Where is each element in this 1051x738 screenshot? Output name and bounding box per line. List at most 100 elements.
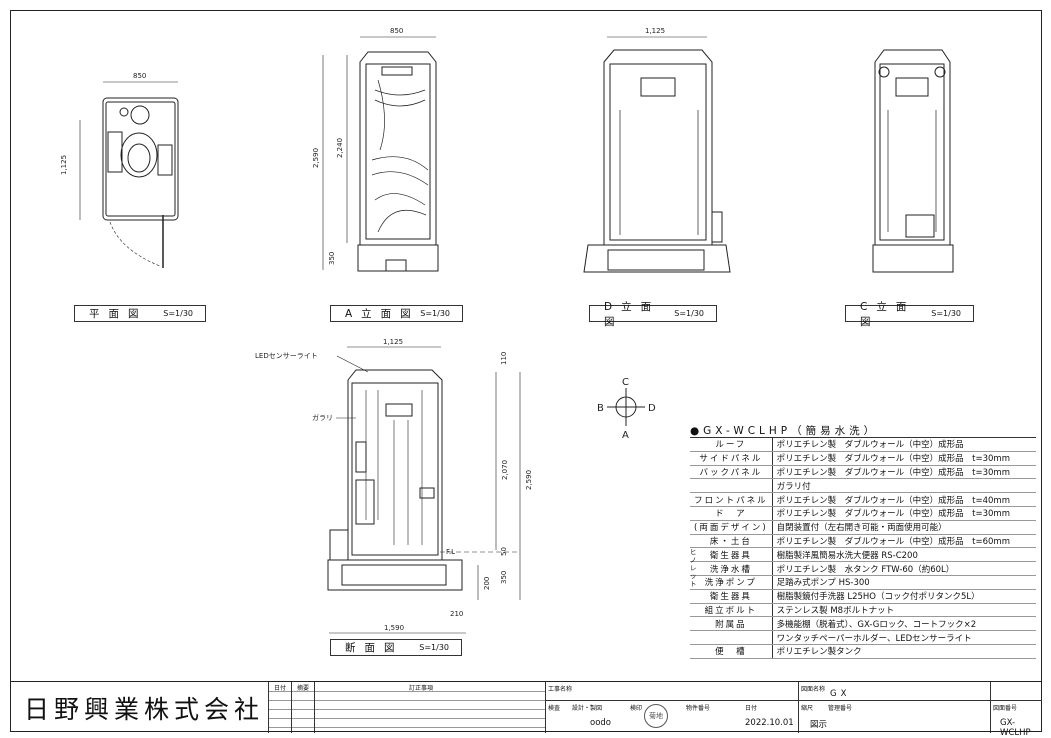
spec-value: 樹脂製洋風簡易水洗大便器 RS-C200 [772, 547, 1036, 563]
spec-row: 便 槽ポリエチレン製タンク [690, 644, 1036, 659]
spec-group-label: ヒノレット [690, 548, 697, 589]
spec-row: ド アポリエチレン製 ダブルウォール（中空）成形品 t=30mm [690, 506, 1036, 521]
plan-view [79, 81, 179, 268]
spec-value: ポリエチレン製 ダブルウォール（中空）成形品 t=40mm [772, 492, 1036, 507]
a-view-scale: S=1/30 [420, 309, 450, 318]
spec-key: 便 槽 [690, 644, 773, 659]
spec-key: バックパネル [690, 465, 773, 480]
drawing-name-header: 図面名称 [801, 686, 826, 693]
mgmt-no-header: 管理番号 [828, 705, 853, 712]
spec-row: 衛生器具樹脂製鏡付手洗器 L25HO（コック付ポリタンク5L） [690, 589, 1036, 604]
drawing-no-header: 図面番号 [993, 705, 1018, 712]
date-header: 日付 [745, 705, 758, 712]
section-dim-2590: 2,590 [525, 470, 533, 490]
section-view-label: 断面図 S=1/30 [330, 639, 462, 656]
revision-table: 日付 摘要 訂正事項 [268, 682, 546, 733]
section-view-name: 断面図 [345, 642, 404, 654]
section-dim-200: 200 [483, 577, 491, 590]
spec-key [690, 478, 773, 494]
spec-table: ●GX-WCLHP（簡易水洗） ルーフポリエチレン製 ダブルウォール（中空）成形… [690, 423, 1036, 659]
spec-value: ポリエチレン製 ダブルウォール（中空）成形品 t=30mm [772, 506, 1036, 521]
spec-key: フロントパネル [690, 492, 773, 507]
spec-key: 洗浄ポンプ [690, 575, 773, 590]
rev-header-date: 日付 [274, 685, 287, 692]
spec-title: ●GX-WCLHP（簡易水洗） [690, 424, 879, 437]
plan-view-label: 平面図 S=1/30 [74, 305, 206, 322]
section-dim-50: 50 [500, 547, 508, 556]
work-name-header: 工事名称 [548, 686, 573, 693]
title-block: 日野興業株式会社 日付 摘要 訂正事項 工事名称 図面名称 GX 検査 設計・製… [10, 681, 1042, 738]
spec-key: 衛生器具 [690, 547, 773, 563]
spec-row: 衛生器具樹脂製洋風簡易水洗大便器 RS-C200 [690, 547, 1036, 563]
section-view-scale: S=1/30 [419, 643, 449, 652]
approval-stamp-text: 菊地 [649, 712, 663, 720]
c-elevation-view [872, 49, 954, 273]
rev-header-mark: 摘要 [297, 685, 310, 692]
spec-key: サイドパネル [690, 451, 773, 466]
louver-callout: ガラリ [312, 413, 333, 422]
rev-header-change: 訂正事項 [409, 685, 434, 692]
section-view [327, 346, 521, 634]
compass-a: A [622, 430, 629, 441]
drawing-frame [10, 10, 1042, 732]
spec-row: サイドパネルポリエチレン製 ダブルウォール（中空）成形品 t=30mm [690, 451, 1036, 466]
spec-value: ステンレス製 M8ボルトナット [772, 603, 1036, 618]
drawing-number: GX-WCLHP [1000, 718, 1031, 738]
spec-value: ポリエチレン製 ダブルウォール（中空）成形品 t=60mm [772, 534, 1036, 549]
spec-value: ポリエチレン製 ダブルウォール（中空）成形品 t=30mm [772, 465, 1036, 480]
spec-key: 組立ボルト [690, 603, 773, 618]
plan-dim-depth: 1,125 [60, 155, 68, 175]
a-dim-width: 850 [390, 27, 403, 35]
spec-row: (両面デザイン)自閉装置付（左右開き可能・両面使用可能） [690, 520, 1036, 535]
spec-row: 床・土台ポリエチレン製 ダブルウォール（中空）成形品 t=60mm [690, 534, 1036, 549]
spec-key: ド ア [690, 506, 773, 521]
approval-stamp: 菊地 [644, 704, 668, 728]
spec-row: ワンタッチペーパーホルダー、LEDセンサーライト [690, 630, 1036, 645]
spec-value: 多機能棚（脱着式）、GX-Gロック、コートフック×2 [772, 616, 1036, 632]
spec-value: ポリエチレン製 ダブルウォール（中空）成形品 [772, 437, 1036, 452]
compass-symbol [607, 388, 645, 426]
approve-header: 検印 [630, 705, 643, 712]
spec-key: (両面デザイン) [690, 520, 773, 535]
spec-key [690, 630, 773, 645]
d-view-label: D立面図 S=1/30 [589, 301, 717, 328]
d-view-name: D立面図 [604, 300, 661, 328]
c-view-name: C立面図 [860, 300, 916, 328]
spec-row: フロントパネルポリエチレン製 ダブルウォール（中空）成形品 t=40mm [690, 492, 1036, 507]
a-dim-base: 350 [328, 252, 336, 265]
drawing-date: 2022.10.01 [745, 718, 794, 728]
plan-view-scale: S=1/30 [163, 309, 193, 318]
d-dim-width: 1,125 [645, 27, 665, 35]
section-dim-top: 1,125 [383, 338, 403, 346]
compass-d: D [648, 403, 656, 414]
compass-c: C [622, 377, 629, 388]
company-name: 日野興業株式会社 [24, 695, 265, 724]
drawing-name: GX [830, 689, 851, 699]
plan-dim-width: 850 [133, 72, 146, 80]
spec-key: 附属品 [690, 616, 773, 632]
spec-key: 床・土台 [690, 534, 773, 549]
section-dim-2070: 2,070 [501, 460, 509, 480]
spec-key: 衛生器具 [690, 589, 773, 604]
d-view-scale: S=1/30 [674, 309, 704, 318]
spec-row: 組立ボルトステンレス製 M8ボルトナット [690, 603, 1036, 618]
spec-value: ポリエチレン製 ダブルウォール（中空）成形品 t=30mm [772, 451, 1036, 466]
spec-row: 附属品多機能棚（脱着式）、GX-Gロック、コートフック×2 [690, 616, 1036, 632]
d-elevation-view [583, 36, 731, 273]
inspect-header: 検査 [548, 705, 561, 712]
section-dim-1590: 1,590 [384, 624, 404, 632]
spec-row: ガラリ付 [690, 478, 1036, 494]
spec-value: ガラリ付 [772, 478, 1036, 494]
design-header: 設計・製図 [572, 705, 603, 712]
spec-row: ルーフポリエチレン製 ダブルウォール（中空）成形品 [690, 437, 1036, 452]
spec-row: 洗浄水槽ポリエチレン製 水タンク FTW-60（約60L） [690, 561, 1036, 576]
spec-row: 洗浄ポンプ足踏み式ポンプ HS-300 [690, 575, 1036, 590]
a-view-name: A立面図 [345, 308, 420, 320]
scale-value: 図示 [810, 720, 828, 730]
c-view-label: C立面図 S=1/30 [845, 301, 974, 328]
a-elevation-view [322, 36, 439, 272]
section-dim-210: 210 [450, 610, 463, 618]
custno-header: 物件番号 [686, 705, 711, 712]
spec-row: バックパネルポリエチレン製 ダブルウォール（中空）成形品 t=30mm [690, 465, 1036, 480]
